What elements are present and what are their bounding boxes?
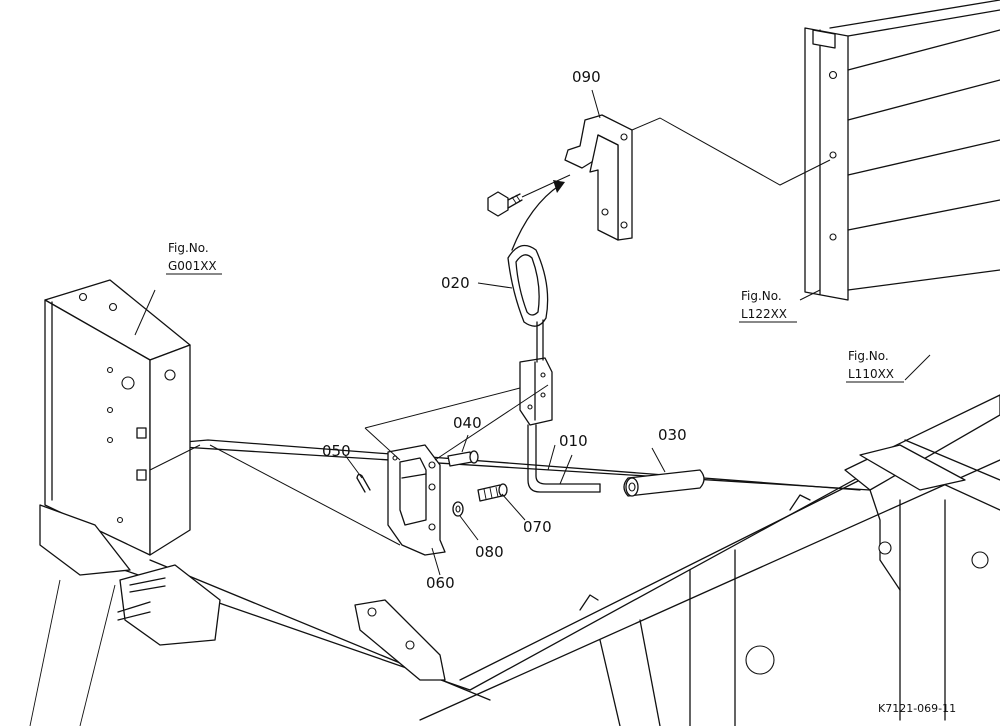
fig-code: L110XX: [848, 367, 894, 381]
part-050-pin: [356, 473, 371, 493]
rear-frame-rail: [804, 0, 1000, 301]
label-part-010: 010: [559, 432, 588, 450]
label-part-040: 040: [453, 414, 482, 432]
part-070-screw: [477, 483, 508, 502]
label-part-070: 070: [523, 518, 552, 536]
part-number-labels: 090 020 040 050 010 030 070 080 060: [322, 68, 687, 592]
label-part-060: 060: [426, 574, 455, 592]
part-010-lever: [519, 319, 601, 493]
main-frame-beam: [94, 394, 1000, 726]
part-040-bolt: [447, 450, 479, 467]
figure-ref-l110xx: Fig.No. L110XX: [846, 349, 904, 383]
fig-caption: Fig.No.: [741, 289, 782, 303]
fig-caption: Fig.No.: [168, 241, 209, 255]
part-030-grip: [623, 469, 705, 497]
label-part-020: 020: [441, 274, 470, 292]
part-080-washer: [452, 501, 464, 517]
bolt-upper: [487, 191, 523, 217]
figure-ref-g001xx: Fig.No. G001XX: [166, 241, 222, 275]
leader-lines: [134, 89, 931, 576]
label-part-090: 090: [572, 68, 601, 86]
fig-caption: Fig.No.: [848, 349, 889, 363]
bolt-upper-axis: [521, 174, 571, 198]
drawing-code: K7121-069-11: [878, 702, 956, 715]
fig-code: L122XX: [741, 307, 787, 321]
label-part-050: 050: [322, 442, 351, 460]
figure-ref-l122xx: Fig.No. L122XX: [739, 289, 797, 323]
part-060-plate: [387, 444, 446, 556]
left-frame-post: [29, 279, 221, 726]
label-part-080: 080: [475, 543, 504, 561]
fig-code: G001XX: [168, 259, 217, 273]
part-020-cushion: [507, 244, 549, 327]
label-part-030: 030: [658, 426, 687, 444]
assembly-arrow: [511, 180, 565, 251]
part-090-bracket: [564, 114, 633, 241]
